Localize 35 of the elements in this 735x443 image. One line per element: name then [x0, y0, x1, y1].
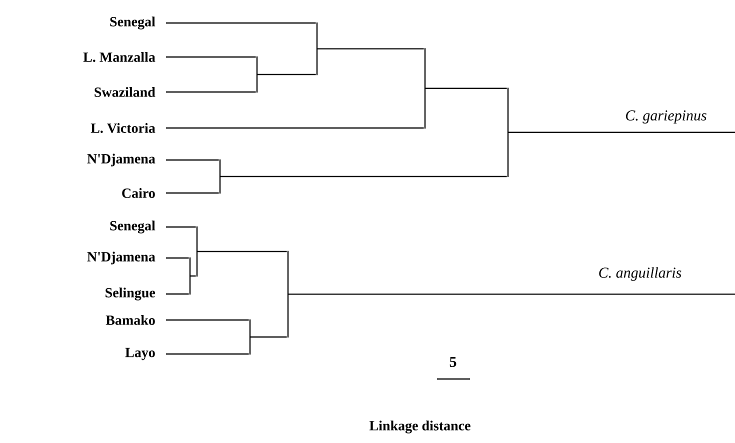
branch-line: [257, 74, 316, 76]
branch-line: [197, 250, 287, 252]
leaf-label: L. Victoria: [90, 123, 156, 133]
branch-line: [317, 48, 424, 50]
branch-line: [166, 192, 219, 194]
branch-line: [250, 336, 287, 338]
scale-label: 5: [450, 357, 456, 367]
branch-line: [166, 22, 316, 24]
branch-line: [288, 294, 735, 295]
edge-label: C. anguillaris: [597, 266, 683, 282]
axis-title: Linkage distance: [369, 420, 470, 434]
leaf-label: Senegal: [110, 16, 156, 30]
leaf-label: Bamako: [106, 315, 155, 325]
branch-line: [166, 353, 249, 355]
branch-line: [508, 132, 735, 133]
leaf-label: N'Djamena: [87, 154, 156, 166]
branch-line: [166, 91, 256, 93]
leaf-label: Layo: [125, 348, 155, 360]
leaf-label: N'Djamena: [87, 252, 156, 264]
branch-line: [166, 226, 196, 228]
branch-line: [166, 257, 189, 259]
leaf-label: Swaziland: [94, 87, 156, 97]
leaf-label: L. Manzalla: [83, 52, 156, 62]
branch-line: [425, 88, 507, 89]
leaf-label: Selingue: [106, 288, 156, 300]
leaf-label: Senegal: [110, 220, 156, 234]
branch-line: [166, 319, 249, 321]
edge-label: C. gariepinus: [624, 109, 708, 125]
leaf-label: Cairo: [122, 188, 155, 198]
branch-line: [190, 275, 196, 277]
branch-line: [166, 293, 189, 295]
branch-line: [166, 127, 424, 129]
branch-line: [166, 159, 219, 161]
branch-line: [220, 176, 507, 178]
branch-line: [166, 56, 256, 58]
